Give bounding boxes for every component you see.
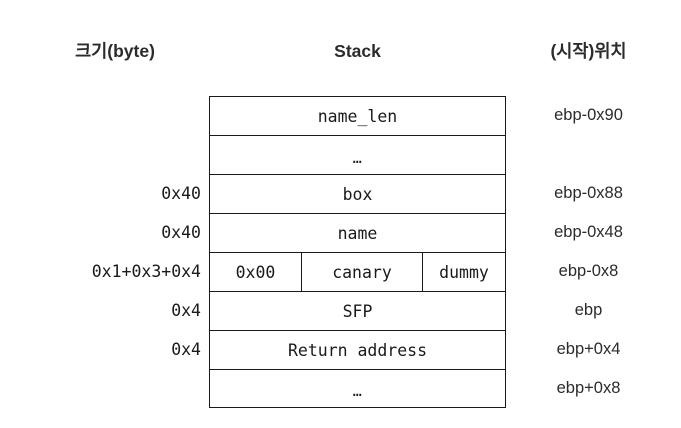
stack-row-location: ebp (574, 301, 603, 319)
stack-row-size: 0x4 (171, 301, 201, 320)
stack-segment: 0x00 (235, 262, 276, 282)
header-stack: Stack (334, 41, 381, 61)
stack-frame-cell: name (209, 213, 506, 252)
stack-row: name_len ebp-0x90 (0, 96, 681, 135)
stack-segment: Return address (287, 340, 428, 360)
stack-row-location (506, 135, 671, 174)
stack-segment: … (352, 382, 363, 400)
stack-row-location: ebp-0x48 (554, 223, 623, 241)
stack-row: … ebp+0x8 (0, 369, 681, 408)
stack-segment: … (352, 149, 363, 167)
stack-row-location: ebp-0x90 (554, 106, 623, 124)
stack-layout-diagram: name_len ebp-0x90 … 0x40 box ebp-0x88 0x40 name… (0, 96, 681, 408)
stack-row-location: ebp+0x8 (556, 379, 621, 397)
stack-segment: name (337, 223, 378, 243)
stack-row-location: ebp+0x4 (556, 340, 621, 358)
stack-frame-cell: name_len (209, 96, 506, 135)
stack-row-size (20, 369, 201, 408)
header-size: 크기(byte) (75, 41, 155, 61)
stack-segment: SFP (342, 301, 373, 321)
stack-row-location: ebp-0x88 (554, 184, 623, 202)
stack-row-size: 0x1+0x3+0x4 (91, 262, 201, 281)
stack-row-size (20, 135, 201, 174)
column-headers: 크기(byte) Stack (시작)위치 (0, 36, 681, 66)
stack-segment: box (342, 184, 373, 204)
stack-row: … (0, 135, 681, 174)
stack-frame-cell: … (209, 369, 506, 408)
stack-row-size: 0x40 (161, 184, 201, 203)
stack-row: 0x40 name ebp-0x48 (0, 213, 681, 252)
stack-row-size (20, 96, 201, 135)
stack-row: 0x4 SFP ebp (0, 291, 681, 330)
stack-frame-cell: Return address (209, 330, 506, 369)
stack-segment: dummy (422, 253, 505, 291)
stack-row-location: ebp-0x8 (558, 262, 619, 280)
stack-row: 0x40 box ebp-0x88 (0, 174, 681, 213)
stack-row: 0x4 Return address ebp+0x4 (0, 330, 681, 369)
header-location: (시작)위치 (550, 41, 627, 61)
stack-frame-cell: box (209, 174, 506, 213)
stack-segment: canary (301, 253, 422, 291)
stack-frame-cell: … (209, 135, 506, 174)
stack-row-size: 0x4 (171, 340, 201, 359)
stack-segment: name_len (317, 106, 398, 126)
stack-frame-cell: SFP (209, 291, 506, 330)
stack-row-size: 0x40 (161, 223, 201, 242)
